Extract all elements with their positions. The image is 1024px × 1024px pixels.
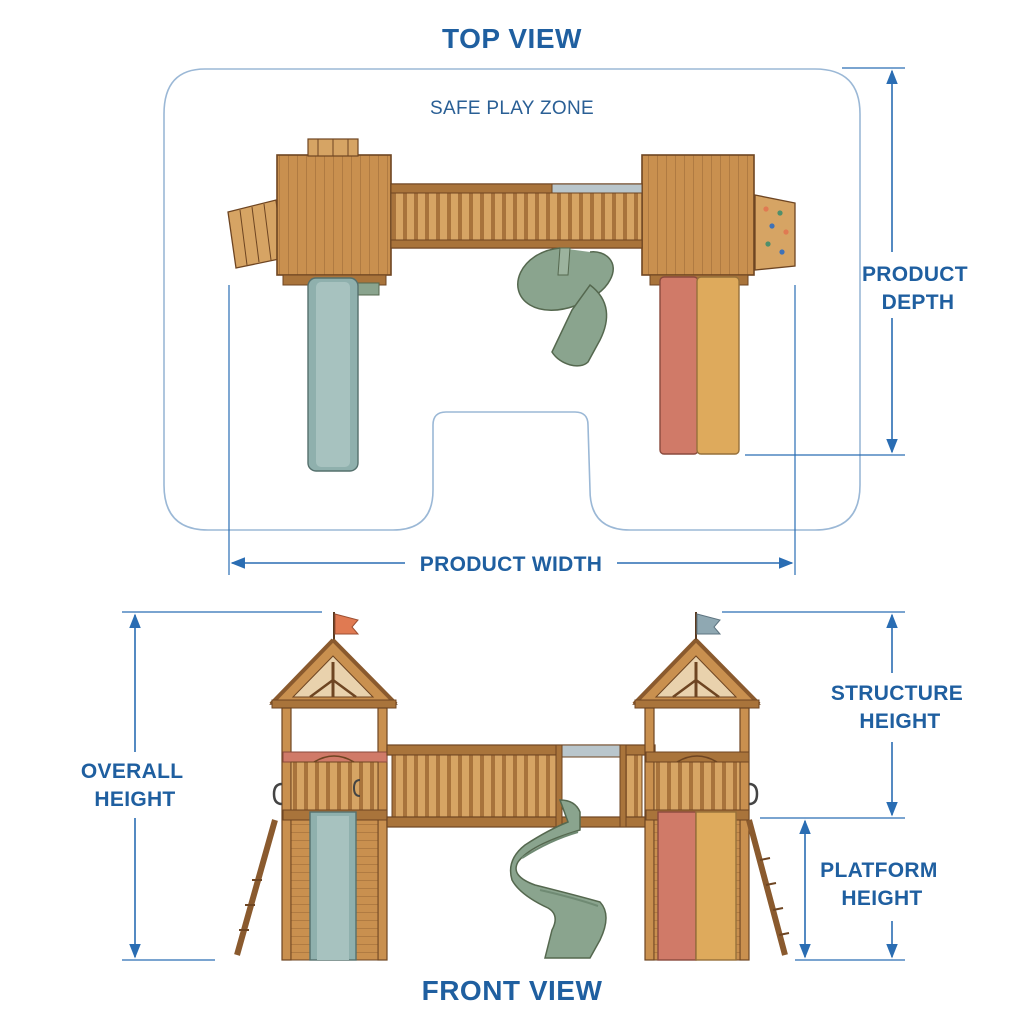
right-flag bbox=[696, 613, 722, 635]
product-depth-line1: PRODUCT bbox=[862, 263, 968, 286]
safe-play-zone-outline bbox=[163, 68, 861, 531]
overall-height-label: OVERALL HEIGHT bbox=[81, 760, 189, 811]
top-view-title: TOP VIEW bbox=[442, 23, 582, 54]
structure-height-line2: HEIGHT bbox=[859, 710, 940, 733]
front-spiral-slide bbox=[509, 799, 607, 959]
front-bridge bbox=[386, 744, 656, 828]
front-left-tower bbox=[234, 612, 398, 961]
platform-height-label: PLATFORM HEIGHT bbox=[820, 859, 944, 910]
top-view-playset bbox=[227, 138, 796, 472]
platform-height-line2: HEIGHT bbox=[841, 887, 922, 910]
safe-play-zone-label: SAFE PLAY ZONE bbox=[430, 98, 594, 119]
left-flag bbox=[334, 613, 360, 635]
structure-height-label: STRUCTURE HEIGHT bbox=[831, 682, 969, 733]
structure-height-dimension bbox=[722, 611, 905, 819]
front-right-slide-yellow bbox=[695, 811, 737, 961]
front-right-tower bbox=[632, 612, 790, 961]
overall-height-line2: HEIGHT bbox=[94, 788, 175, 811]
front-right-slide-red bbox=[657, 811, 697, 961]
platform-height-line1: PLATFORM bbox=[820, 859, 938, 882]
overall-height-line1: OVERALL bbox=[81, 760, 183, 783]
platform-height-dimension bbox=[795, 819, 905, 961]
top-left-slide bbox=[307, 277, 359, 472]
top-bridge bbox=[390, 183, 643, 249]
top-spiral-slide bbox=[517, 247, 614, 367]
product-depth-dimension bbox=[745, 67, 905, 456]
top-rock-wall bbox=[754, 194, 796, 271]
overall-height-dimension bbox=[122, 611, 322, 961]
top-left-ladder bbox=[227, 199, 285, 269]
product-depth-label: PRODUCT DEPTH bbox=[862, 263, 974, 314]
front-view-playset bbox=[234, 612, 790, 961]
front-view-title: FRONT VIEW bbox=[422, 975, 603, 1006]
top-right-slides bbox=[659, 276, 740, 455]
top-right-tower-roof bbox=[641, 154, 755, 276]
product-width-dimension bbox=[228, 285, 796, 575]
top-left-tower-roof bbox=[276, 154, 392, 276]
structure-height-line1: STRUCTURE bbox=[831, 682, 963, 705]
product-width-label: PRODUCT WIDTH bbox=[420, 553, 602, 576]
product-depth-line2: DEPTH bbox=[882, 291, 955, 314]
